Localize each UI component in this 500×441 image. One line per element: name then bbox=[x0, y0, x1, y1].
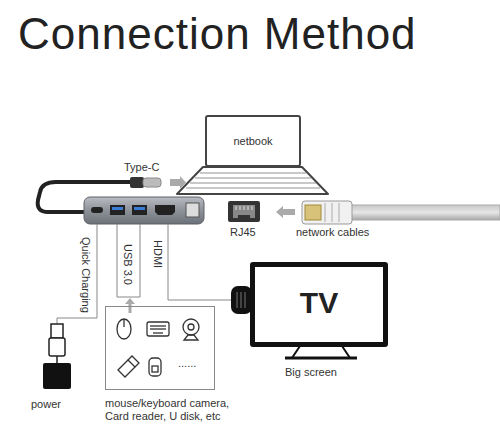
usb-plug bbox=[51, 324, 63, 338]
ellipsis: ...... bbox=[178, 357, 196, 369]
netbook-screen: netbook bbox=[205, 115, 301, 167]
port-label: USB 3.0 bbox=[122, 244, 134, 285]
u-disk-icon bbox=[118, 360, 135, 377]
node-label: netbook bbox=[207, 135, 299, 147]
device-box: ......mouse/keyboard camera, Card reader… bbox=[105, 306, 215, 390]
power-label: power bbox=[31, 398, 61, 410]
laptop-base bbox=[177, 167, 328, 194]
node-caption: mouse/keyboard camera, Card reader, U di… bbox=[105, 397, 255, 423]
card-reader-icon bbox=[149, 358, 161, 376]
tv-screen: TVBig screen bbox=[250, 262, 388, 347]
keyboard-icon bbox=[147, 322, 169, 336]
port-label: Type-C bbox=[124, 161, 159, 173]
rj45-plug bbox=[302, 201, 352, 224]
tv-stand bbox=[292, 346, 350, 358]
node-caption: Big screen bbox=[285, 366, 337, 378]
title: Connection Method bbox=[18, 8, 417, 60]
rj45-port bbox=[228, 201, 260, 222]
port-label: RJ45 bbox=[230, 226, 256, 238]
tv-label: TV bbox=[255, 286, 383, 320]
port-label: HDMI bbox=[152, 240, 164, 268]
port-label: Quick Charging bbox=[80, 237, 92, 313]
hdmi-plug bbox=[231, 286, 252, 314]
cable-label: network cables bbox=[296, 226, 369, 238]
usb-hub bbox=[84, 197, 204, 224]
camera-icon bbox=[183, 319, 199, 335]
mouse-icon bbox=[117, 319, 131, 339]
power-adapter bbox=[43, 363, 71, 389]
